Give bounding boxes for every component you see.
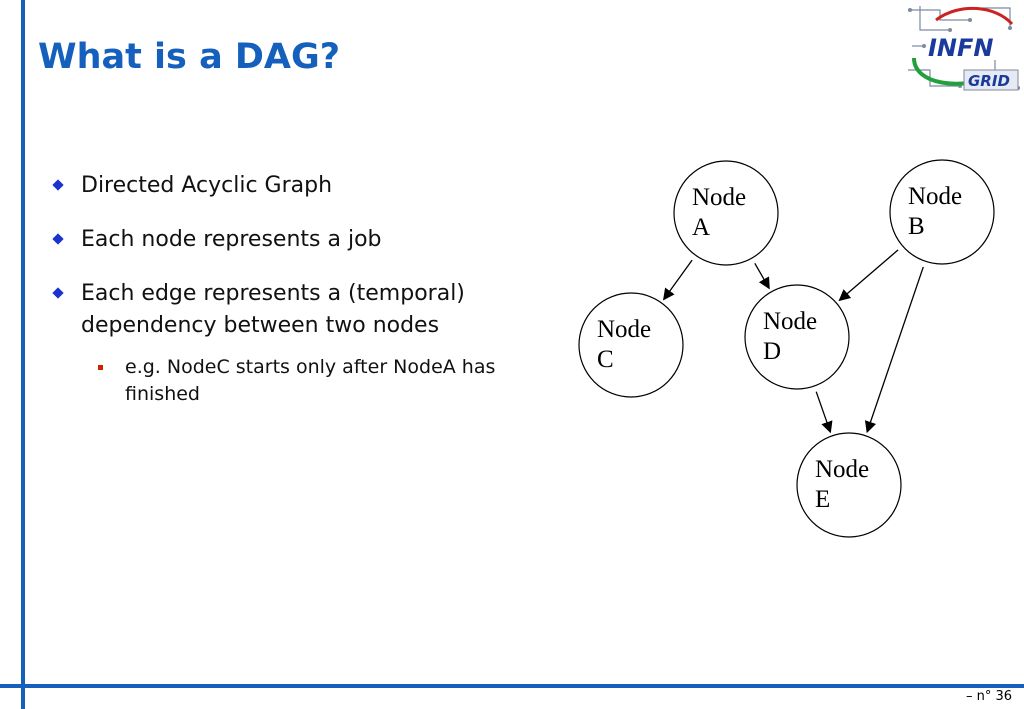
node-circle <box>578 292 684 398</box>
page-title: What is a DAG? <box>38 37 341 77</box>
left-accent-line <box>21 0 25 709</box>
bullet-item: Directed Acyclic Graph <box>50 170 550 202</box>
bottom-accent-line <box>0 684 1024 688</box>
infn-grid-logo: INFN GRID <box>901 1 1023 95</box>
bullet-text: Each edge represents a (temporal) depend… <box>81 281 465 338</box>
edge-b-d <box>838 249 899 302</box>
node-label-line1: Node <box>908 183 962 210</box>
node-circle <box>744 284 850 390</box>
node-circle <box>889 159 995 265</box>
node-label-line1: Node <box>815 456 869 483</box>
bullet-text: Each node represents a job <box>81 227 382 252</box>
square-bullet-icon <box>98 365 103 370</box>
sub-bullet-item: e.g. NodeC starts only after NodeA has f… <box>94 354 555 408</box>
bullet-item: Each node represents a job <box>50 224 550 256</box>
edge-a-c <box>663 259 693 301</box>
node-label-line1: Node <box>692 184 746 211</box>
edge-b-e <box>864 266 924 434</box>
edge-d-e <box>815 391 833 434</box>
edge-a-d <box>754 262 770 290</box>
page-number: – n° 36 <box>965 689 1012 704</box>
node-label-line2: C <box>597 346 614 373</box>
logo-infn-text: INFN <box>928 34 994 62</box>
node-label-line2: B <box>908 213 925 240</box>
node-circle <box>673 160 779 266</box>
node-label-line1: Node <box>763 308 817 335</box>
bullet-text: Directed Acyclic Graph <box>81 173 333 198</box>
node-label-line2: A <box>692 214 710 241</box>
node-circle <box>796 432 902 538</box>
bullet-list: Directed Acyclic Graph Each node represe… <box>50 170 550 408</box>
logo-grid-text: GRID <box>968 72 1010 90</box>
sub-bullet-text: e.g. NodeC starts only after NodeA has f… <box>125 356 496 405</box>
bullet-item: Each edge represents a (temporal) depend… <box>50 278 550 342</box>
node-label-line1: Node <box>597 316 651 343</box>
node-label-line2: D <box>763 338 781 365</box>
node-label-line2: E <box>815 486 830 513</box>
